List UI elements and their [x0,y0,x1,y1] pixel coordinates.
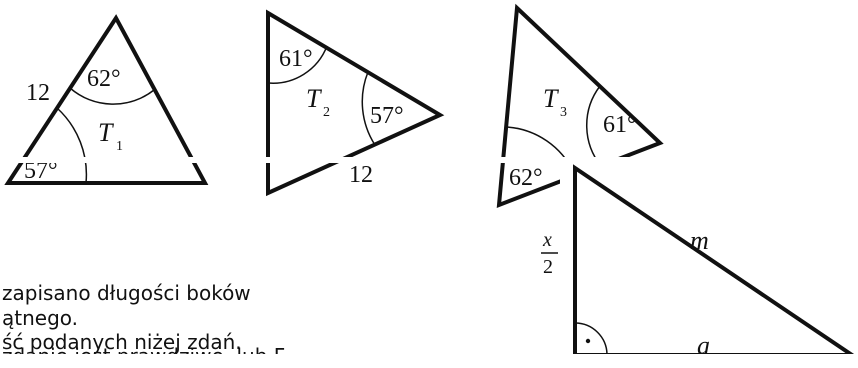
right-angle-marker [574,322,608,354]
task-text-line-3: ść podanych niżej zdań. [2,330,242,354]
triangle-t1-top-angle-arc [69,87,155,105]
triangle-t3-subscript: 3 [560,105,567,120]
triangle-t1-side-label: 12 [26,80,50,106]
task-text-line-1: zapisano długości boków [2,281,251,305]
right-angle-dot [585,338,591,344]
triangle-t2-top-left-angle-label: 61° [279,46,313,72]
triangle-t1-bottom-left-angle-arc [56,107,88,184]
triangle-t2-outline [266,9,445,197]
task-text-line-4: zdanie jest prawdziwe, lub F [2,344,286,368]
triangle-t1-name: T [98,118,114,147]
right-triangle: m x 2 a [541,162,858,354]
triangle-t2-name: T [306,84,322,113]
triangle-t3-right-angle-arc [586,85,602,167]
separator-band [0,157,858,163]
triangle-t2-top-left-angle-arc [267,45,328,84]
triangle-t3-bottom-left-angle-label: 62° [509,165,543,191]
triangle-t2-subscript: 2 [323,105,330,120]
task-text-line-2: ątnego. [2,306,79,330]
triangle-t1-subscript: 1 [116,139,123,154]
right-triangle-outline [573,164,855,354]
triangle-t3-name: T [543,84,559,113]
triangle-t2-right-angle-label: 57° [370,103,404,129]
geometry-figure: 12 62° 57° T 1 61° 57° 12 T 2 61° 62° T … [0,3,858,354]
triangle-t2: 61° 57° 12 T 2 [266,9,445,197]
triangle-t1-outline [4,14,209,185]
right-triangle-leg-vertical-numerator: x [542,229,552,251]
triangle-t1-top-angle-label: 62° [87,66,121,92]
triangle-t2-right-angle-arc [361,71,376,146]
right-triangle-leg-vertical-denominator: 2 [543,256,553,278]
right-triangle-leg-horizontal-label: a [697,331,710,354]
triangle-t3-right-angle-label: 61° [603,112,637,138]
triangle-t2-bottom-side-label: 12 [349,162,373,188]
right-triangle-hypotenuse-label: m [690,226,709,255]
